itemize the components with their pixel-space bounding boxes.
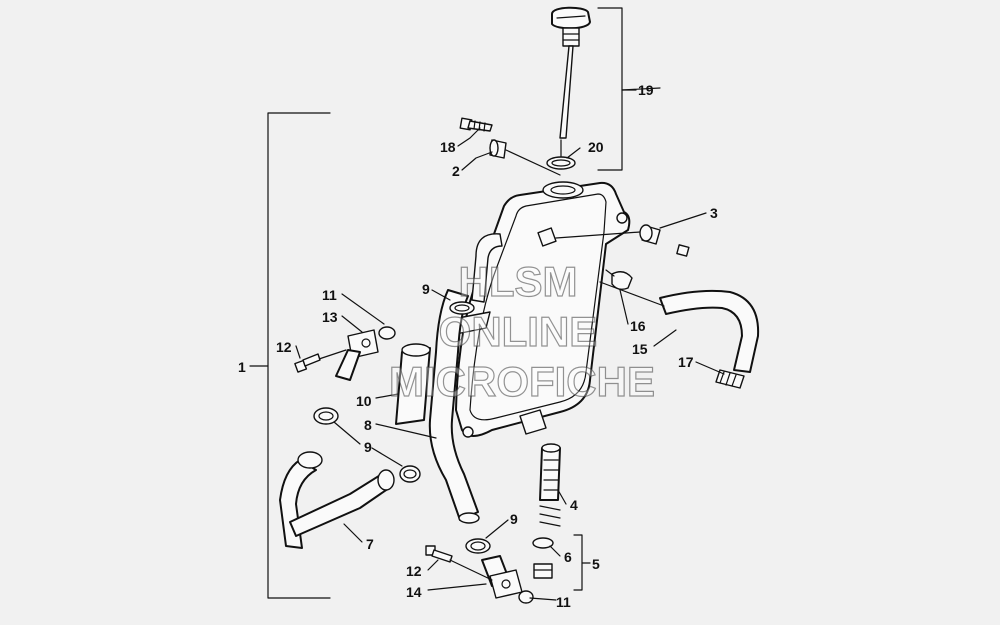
screen-4 bbox=[539, 443, 561, 527]
callout-2: 2 bbox=[452, 163, 460, 179]
bracket-1 bbox=[249, 112, 331, 599]
callout-10: 10 bbox=[356, 393, 372, 409]
callout-4: 4 bbox=[570, 497, 578, 513]
screw-12-lower bbox=[425, 545, 493, 581]
callout-11-upper: 11 bbox=[322, 287, 337, 303]
fitting-17 bbox=[715, 369, 745, 389]
elbow-14 bbox=[481, 555, 523, 599]
watermark-line-2: ONLINE bbox=[439, 308, 598, 355]
bracket-5 bbox=[573, 534, 591, 591]
callout-13: 13 bbox=[322, 309, 338, 325]
clamp-9-right bbox=[399, 465, 421, 483]
hose-7 bbox=[279, 451, 395, 549]
callout-17: 17 bbox=[678, 354, 694, 370]
plug-2 bbox=[489, 139, 561, 176]
callout-7: 7 bbox=[366, 536, 374, 552]
watermark: HLSM ONLINE MICROFICHE bbox=[388, 257, 655, 405]
clamp-9-left bbox=[313, 407, 339, 425]
callout-15: 15 bbox=[632, 341, 648, 357]
tube-10 bbox=[395, 343, 431, 425]
clamp-9-upper bbox=[449, 301, 475, 315]
callout-18: 18 bbox=[440, 139, 456, 155]
dipstick bbox=[551, 6, 591, 139]
callout-16: 16 bbox=[630, 318, 646, 334]
watermark-line-1: HLSM bbox=[459, 258, 578, 305]
callout-6: 6 bbox=[564, 549, 572, 565]
callout-8: 8 bbox=[364, 417, 372, 433]
o-ring-20 bbox=[546, 139, 576, 170]
drain-plug-5 bbox=[533, 563, 553, 579]
callout-20: 20 bbox=[588, 139, 604, 155]
callout-19: 19 bbox=[638, 82, 654, 98]
callout-9-left: 9 bbox=[364, 439, 372, 455]
clamp-9-bottom bbox=[465, 538, 491, 554]
elbow-13 bbox=[309, 329, 379, 381]
hose-15 bbox=[599, 281, 760, 373]
callout-5: 5 bbox=[592, 556, 600, 572]
washer-6 bbox=[532, 537, 554, 549]
callout-11-lower: 11 bbox=[556, 594, 571, 610]
clamp-16 bbox=[605, 269, 633, 291]
leader-lines bbox=[295, 87, 725, 601]
screw-18 bbox=[459, 117, 493, 132]
screw-12-upper bbox=[294, 353, 321, 373]
o-ring-11-lower bbox=[518, 590, 534, 604]
hose-8 bbox=[428, 289, 480, 524]
o-ring-11-upper bbox=[378, 326, 396, 340]
callout-1: 1 bbox=[238, 359, 246, 375]
oil-tank bbox=[455, 181, 631, 438]
callout-12-lower: 12 bbox=[406, 563, 422, 579]
callout-3: 3 bbox=[710, 205, 718, 221]
watermark-line-3: MICROFICHE bbox=[389, 358, 655, 405]
callout-9-upper: 9 bbox=[422, 281, 430, 297]
grommet-3 bbox=[555, 224, 690, 257]
callout-14: 14 bbox=[406, 584, 422, 600]
callout-9-bottom: 9 bbox=[510, 511, 518, 527]
callout-12-upper: 12 bbox=[276, 339, 292, 355]
